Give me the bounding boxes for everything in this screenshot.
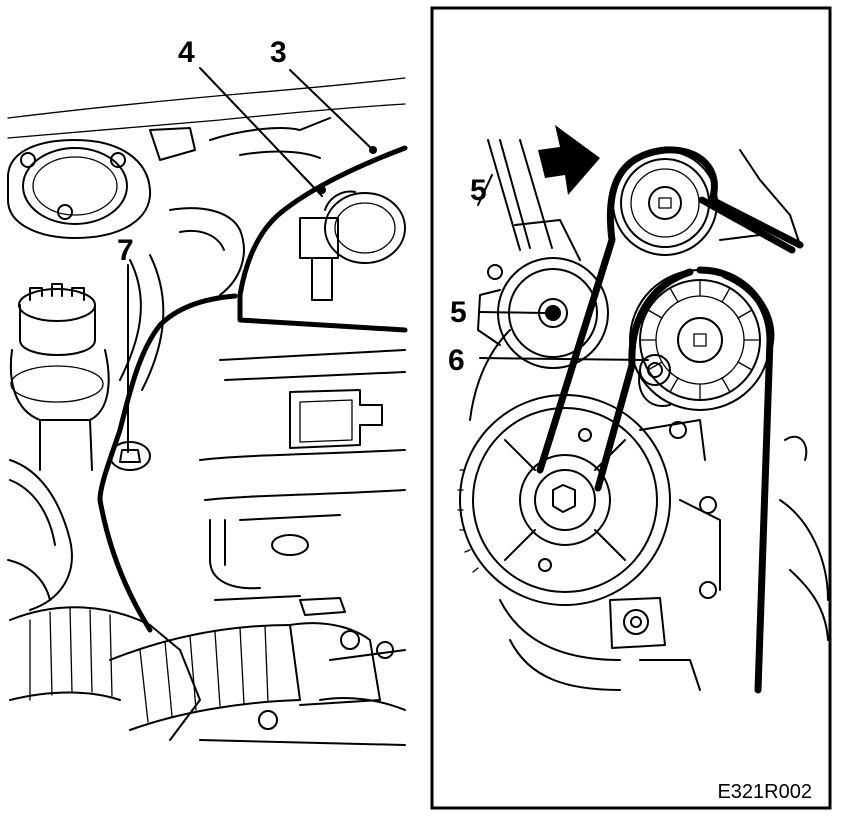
engine-bay-view: 4 3 7	[7, 36, 408, 746]
leader-5-upper	[477, 174, 493, 206]
callout-5-lower: 5	[450, 296, 467, 329]
rotation-direction-arrow	[538, 125, 600, 195]
engine-cover	[237, 145, 408, 333]
oil-filler-cap	[299, 190, 406, 301]
callout-6: 6	[448, 344, 465, 377]
item-7-fastener	[109, 441, 151, 471]
leader-6	[479, 357, 649, 361]
leader-4	[199, 67, 323, 197]
callout-7: 7	[117, 234, 134, 267]
figure-code: E321R002	[717, 781, 812, 803]
tensioner-arm-bolt	[638, 354, 671, 407]
valve-cover	[199, 349, 406, 590]
belt-routing-inset: 5 5 6 E321R002	[430, 6, 832, 810]
leader-5-lower	[479, 311, 546, 314]
callout-4: 4	[178, 36, 195, 69]
strut-tower	[7, 139, 152, 239]
callout-3: 3	[270, 36, 287, 69]
lower-bracket	[609, 421, 717, 649]
intake-hose	[7, 559, 381, 741]
bonnet-edge	[7, 77, 406, 119]
callout-5-upper: 5	[470, 174, 487, 207]
reservoir-cap	[9, 283, 110, 471]
inset-frame	[430, 6, 832, 810]
leader-3	[289, 69, 374, 151]
